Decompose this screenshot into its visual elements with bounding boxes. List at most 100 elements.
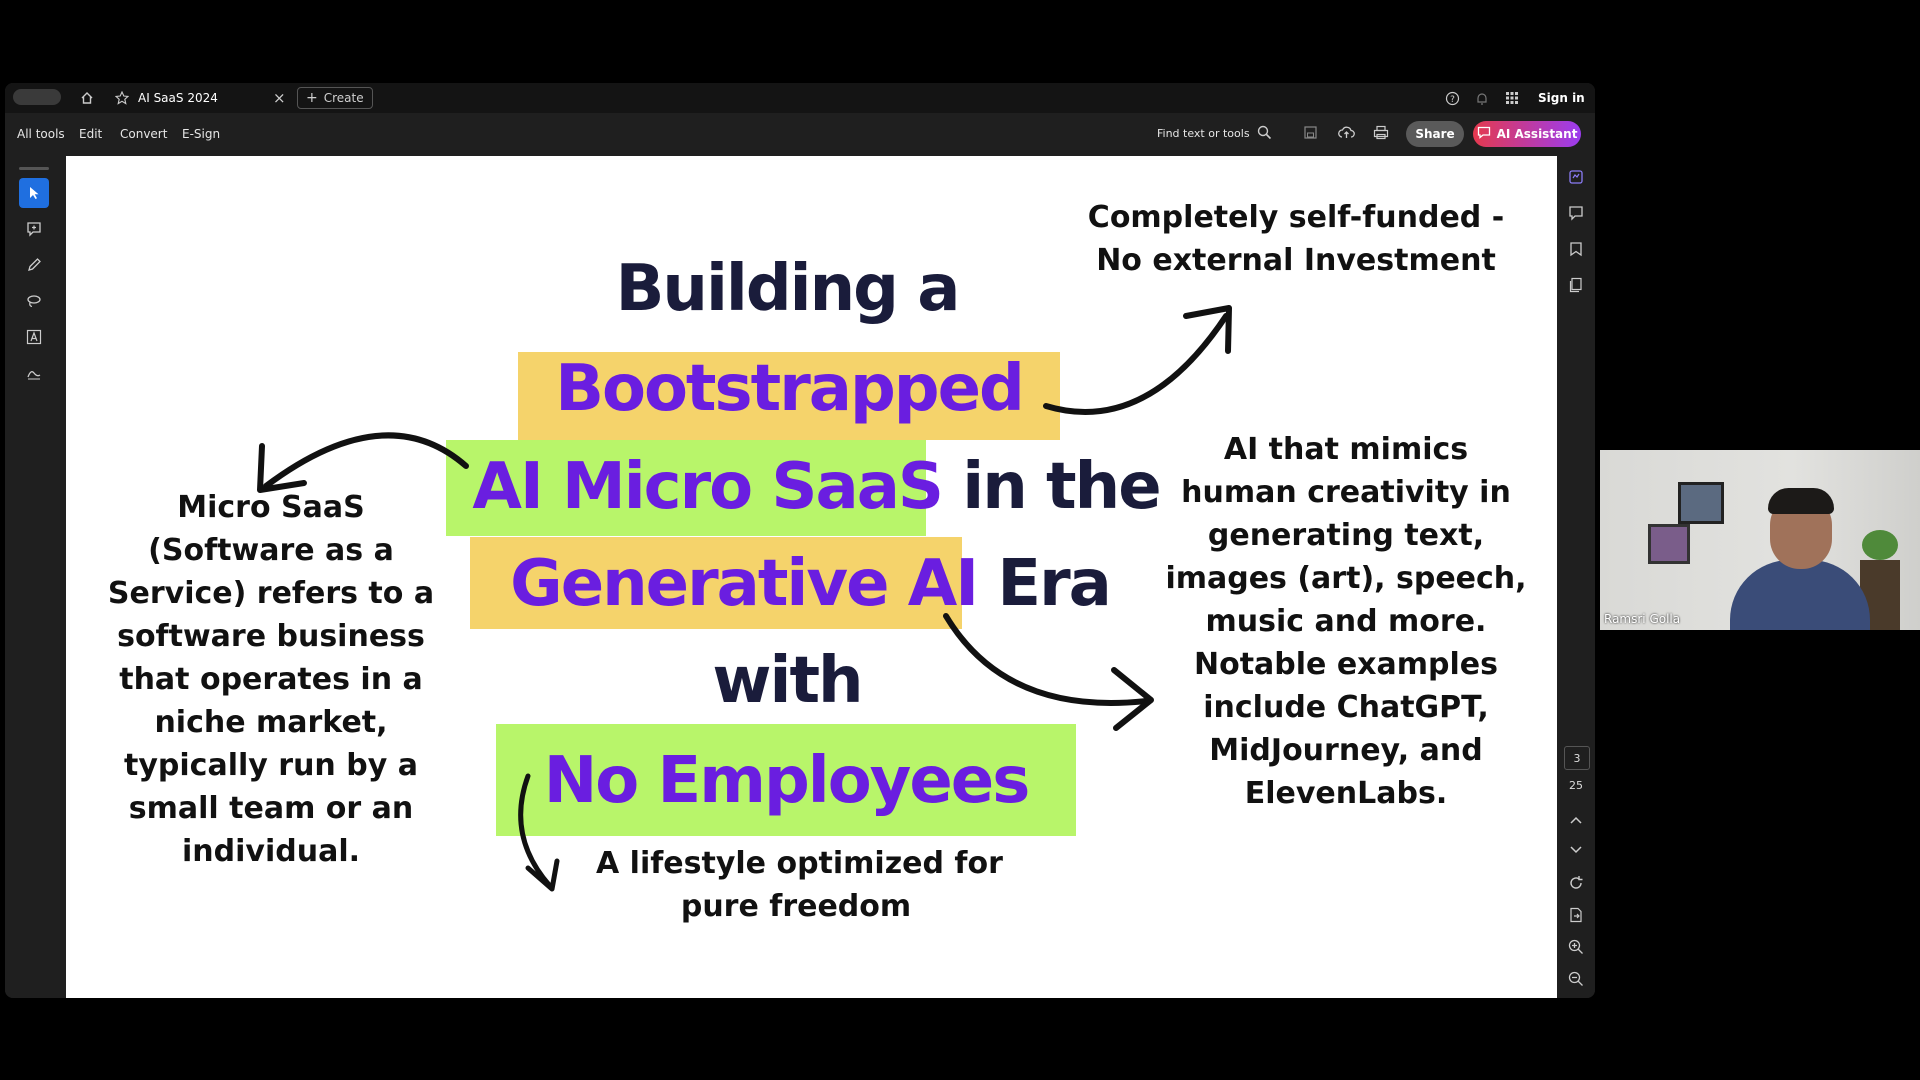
pages-panel-icon[interactable] [1566,275,1586,295]
document-tab[interactable]: AI SaaS 2024 [138,91,218,105]
menu-pill[interactable] [13,89,61,105]
page-total: 25 [1569,779,1583,792]
ai-panel-icon[interactable] [1566,167,1586,187]
bookmark-panel-icon[interactable] [1566,239,1586,259]
picture-frame [1648,524,1690,564]
micro-saas-line: individual. [182,834,360,869]
slide-page: Building a Bootstrapped AI Micro SaaS in… [66,156,1558,998]
generative-ai-line: MidJourney, and [1209,733,1483,768]
arrow-to-micro-saas-head [257,443,307,493]
generative-ai-line: include ChatGPT, [1203,690,1489,725]
generative-ai-line: music and more. [1205,604,1487,639]
generative-ai-note: AI that mimics human creativity in gener… [1146,428,1546,815]
lasso-tool-icon[interactable] [19,286,49,316]
ai-assistant-label: AI Assistant [1496,127,1578,141]
text-tool-icon[interactable] [19,322,49,352]
person-body [1730,560,1870,630]
help-icon[interactable]: ? [1445,91,1460,106]
apps-grid-icon[interactable] [1505,91,1519,105]
micro-saas-line: software business [117,619,425,654]
title-line-6: No Employees [543,744,1031,818]
find-tools-label[interactable]: Find text or tools [1157,127,1250,140]
micro-saas-line: (Software as a [148,533,394,568]
comment-tool-icon[interactable] [19,214,49,244]
page-number-input[interactable]: 3 [1564,746,1590,770]
zoom-in-icon[interactable] [1566,937,1586,957]
toolbar-grip [19,167,49,170]
title-line-4-rest: Era [977,547,1111,621]
menu-bar: All tools Edit Convert E-Sign Find text … [5,113,1595,155]
create-button[interactable]: + Create [297,87,373,109]
cloud-upload-icon[interactable] [1338,125,1355,143]
arrow-to-generative-ai-note-head [1111,667,1154,731]
plant [1862,530,1898,560]
menu-all-tools[interactable]: All tools [17,127,65,141]
arrow-to-self-funded-head [1183,305,1232,354]
lifestyle-line: pure freedom [680,889,912,924]
zoom-out-icon[interactable] [1566,969,1586,989]
close-tab-icon[interactable]: × [273,89,286,107]
arrow-to-lifestyle [518,773,553,889]
ai-assistant-icon [1477,126,1491,142]
micro-saas-line: small team or an [128,791,414,826]
menu-e-sign[interactable]: E-Sign [182,127,221,141]
webcam-video-tile: Ramsri Golla [1600,450,1920,630]
micro-saas-note: Micro SaaS (Software as a Service) refer… [86,486,456,873]
left-toolbar [5,155,61,998]
self-funded-line: Completely self-funded - [1087,200,1505,235]
save-icon[interactable] [1303,125,1318,143]
title-line-4-highlight: Generative AI [510,547,979,621]
highlight-bootstrapped [518,352,1060,440]
comments-panel-icon[interactable] [1566,203,1586,223]
arrow-to-lifestyle-head [525,858,560,892]
micro-saas-line: Service) refers to a [107,576,435,611]
ai-assistant-button[interactable]: AI Assistant [1473,121,1581,147]
extract-page-icon[interactable] [1566,905,1586,925]
rotate-icon[interactable] [1566,873,1586,893]
arrows-layer [257,305,1232,892]
print-icon[interactable] [1373,125,1389,143]
home-icon[interactable] [80,91,94,105]
arrow-to-self-funded [1043,313,1229,415]
create-label: Create [323,91,364,105]
lifestyle-note: A lifestyle optimized for pure freedom [596,842,1003,928]
document-tab-title: AI SaaS 2024 [138,91,218,105]
share-button[interactable]: Share [1406,121,1464,147]
bell-icon[interactable] [1475,91,1489,106]
chevron-down-icon[interactable] [1566,840,1586,860]
tab-bar: AI SaaS 2024 × + Create ? Sign in [5,83,1595,113]
menu-convert[interactable]: Convert [120,127,168,141]
self-funded-line: No external Investment [1096,243,1496,278]
title-line-5: with [712,644,863,718]
title-line-3-highlight: AI Micro SaaS [472,450,944,524]
select-tool-icon[interactable] [19,178,49,208]
generative-ai-line: generating text, [1207,518,1485,553]
plus-icon: + [306,90,318,106]
title-line-4: Generative AI Era [470,547,1150,621]
title-line-2: Bootstrapped [555,352,1025,426]
generative-ai-line: ElevenLabs. [1244,776,1448,811]
pen-tool-icon[interactable] [19,250,49,280]
search-icon[interactable] [1257,125,1272,143]
micro-saas-line: typically run by a [124,748,418,783]
arrow-to-micro-saas [263,432,469,489]
participant-name: Ramsri Golla [1604,612,1681,626]
micro-saas-line: that operates in a [119,662,423,697]
star-icon[interactable] [115,91,129,105]
svg-text:?: ? [1450,95,1455,105]
generative-ai-line: AI that mimics [1223,432,1469,467]
chevron-up-icon[interactable] [1566,810,1586,830]
title-line-3: AI Micro SaaS in the [446,450,1186,524]
pdf-viewer-window: AI SaaS 2024 × + Create ? Sign in All to… [5,83,1595,998]
generative-ai-line: human creativity in [1181,475,1511,510]
arrow-to-generative-ai-note [943,613,1149,706]
micro-saas-line: niche market, [154,705,388,740]
title-line-1: Building a [615,252,961,326]
generative-ai-line: images (art), speech, [1165,561,1527,596]
menu-edit[interactable]: Edit [79,127,103,141]
title-line-3-rest: in the [941,450,1161,524]
signature-tool-icon[interactable] [19,358,49,388]
highlight-ai-micro-saas [446,440,926,536]
sign-in-link[interactable]: Sign in [1538,91,1585,105]
highlight-no-employees [496,724,1076,836]
